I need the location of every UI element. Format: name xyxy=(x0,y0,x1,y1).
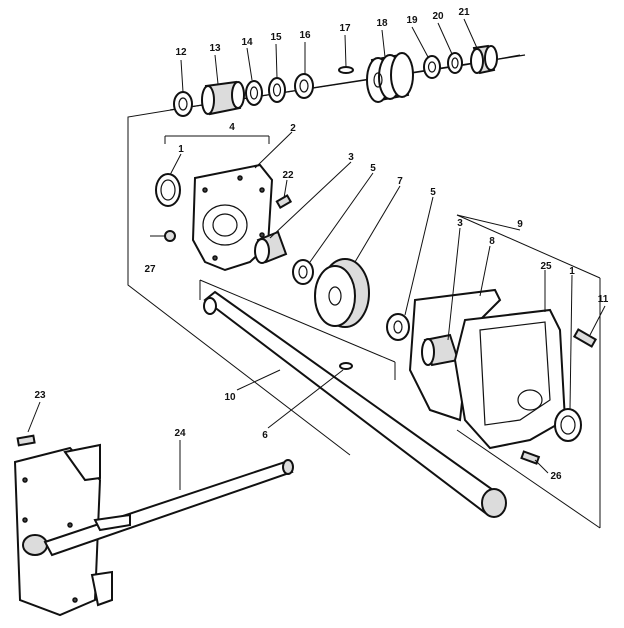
callout-19: 19 xyxy=(406,15,418,26)
part-shaft-10 xyxy=(203,290,507,518)
callout-18: 18 xyxy=(376,18,388,29)
part-gear-housing-25 xyxy=(453,308,567,450)
part-washer-19 xyxy=(423,55,441,79)
part-washer-15 xyxy=(268,77,286,103)
callout-27: 27 xyxy=(144,264,156,275)
callout-9: 9 xyxy=(517,219,523,230)
callout-12: 12 xyxy=(175,47,187,58)
callout-15: 15 xyxy=(270,32,282,43)
part-washer-14 xyxy=(245,80,263,106)
leader-lines xyxy=(27,18,606,490)
part-collar-21 xyxy=(470,44,498,75)
part-bracket xyxy=(63,443,113,607)
callout-25: 25 xyxy=(540,261,552,272)
part-nut-27 xyxy=(164,230,176,242)
part-side-plate xyxy=(13,446,102,617)
callout-6: 6 xyxy=(262,430,268,441)
part-screw-22 xyxy=(275,194,293,209)
callout-23: 23 xyxy=(34,390,46,401)
callout-11: 11 xyxy=(598,294,609,305)
callout-5-right: 5 xyxy=(430,187,436,198)
callout-1-right: 1 xyxy=(569,266,575,277)
callout-17: 17 xyxy=(339,23,351,34)
part-key-17 xyxy=(338,66,354,74)
part-washer-12 xyxy=(173,91,193,117)
part-key-6 xyxy=(339,362,353,370)
part-washer-5-left xyxy=(292,259,314,285)
callout-8: 8 xyxy=(489,236,495,247)
part-screw-11 xyxy=(572,328,598,348)
callout-3-right: 3 xyxy=(457,218,463,229)
callout-14: 14 xyxy=(241,37,253,48)
callout-24: 24 xyxy=(174,428,186,439)
callout-26: 26 xyxy=(550,471,562,482)
callout-labels: 12 13 14 15 16 17 18 19 20 21 4 2 1 22 3… xyxy=(34,7,608,482)
callout-3-left: 3 xyxy=(348,152,354,163)
callout-2: 2 xyxy=(290,123,296,134)
callout-22: 22 xyxy=(282,170,294,181)
part-bearing-1-left xyxy=(155,173,181,207)
callout-7: 7 xyxy=(397,176,403,187)
part-bearing-1-right xyxy=(554,408,582,442)
callout-16: 16 xyxy=(299,30,311,41)
part-sleeve-3-right xyxy=(421,333,460,367)
part-housing-plate-2 xyxy=(191,163,274,272)
part-pulley-18 xyxy=(366,52,414,103)
part-axle-24 xyxy=(43,459,294,557)
part-gear-7 xyxy=(314,258,370,328)
callout-4: 4 xyxy=(229,122,235,133)
callout-10: 10 xyxy=(224,392,236,403)
callout-20: 20 xyxy=(432,11,444,22)
part-washer-16 xyxy=(294,73,314,99)
callout-1-left: 1 xyxy=(178,144,184,155)
part-sleeve-3-left xyxy=(254,230,288,264)
part-screw-26 xyxy=(520,450,541,465)
part-bushing-13 xyxy=(201,80,245,116)
part-pin-23 xyxy=(16,434,36,447)
part-washer-5-right xyxy=(386,313,410,341)
callout-5-left: 5 xyxy=(370,163,376,174)
callout-13: 13 xyxy=(209,43,221,54)
callout-21: 21 xyxy=(458,7,470,18)
part-washer-20 xyxy=(447,52,463,74)
